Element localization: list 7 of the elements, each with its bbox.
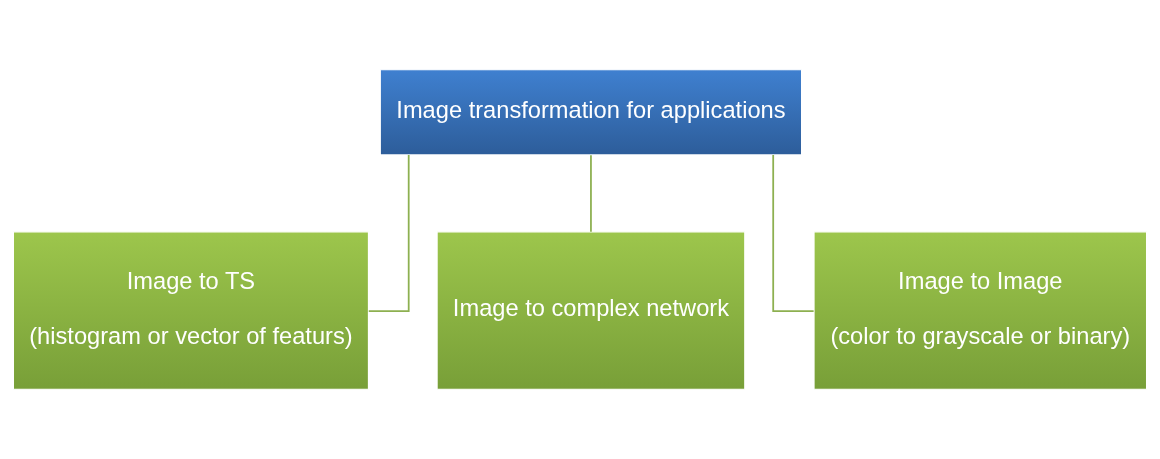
connector [367, 154, 410, 313]
connector [590, 154, 592, 233]
node-box: Image to Image (color to grayscale or binary) [813, 231, 1148, 390]
node-box: Image transformation for applications [379, 69, 803, 156]
node-box: Image to complex network [436, 231, 746, 390]
connector [772, 154, 815, 313]
node-box: Image to TS (histogram or vector of featurs) [12, 231, 370, 390]
